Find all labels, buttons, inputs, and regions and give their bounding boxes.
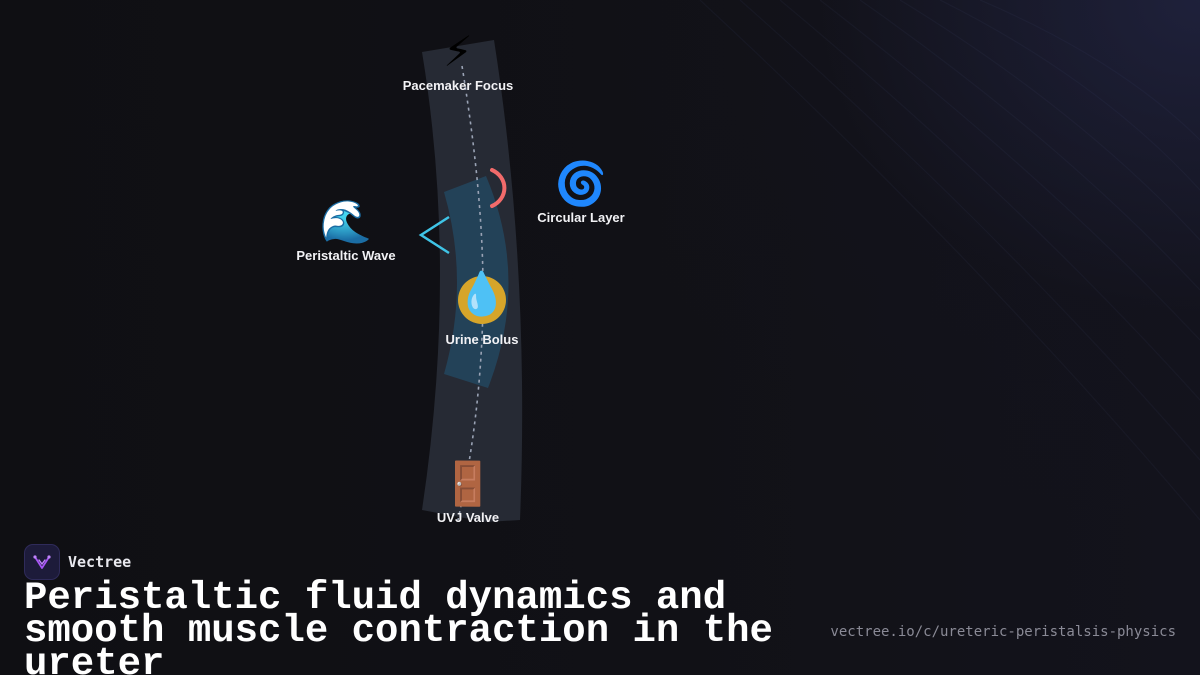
droplet-icon: 💧 [455, 269, 509, 318]
node-label: Pacemaker Focus [402, 78, 514, 93]
node-label: Circular Layer [537, 210, 625, 225]
wave-icon: 🌊 [319, 197, 373, 246]
node-label: UVJ Valve [436, 510, 500, 525]
node-pacemaker-focus: ⚡ Pacemaker Focus [402, 27, 514, 94]
lightning-icon: ⚡ [443, 27, 473, 76]
cyclone-icon: 🌀 [554, 159, 608, 208]
node-uvj-valve: 🚪 UVJ Valve [436, 459, 500, 526]
page-title: Peristaltic fluid dynamics and smooth mu… [24, 576, 773, 675]
brand-name: Vectree [68, 553, 132, 571]
node-urine-bolus: 💧 Urine Bolus [445, 269, 519, 348]
door-icon: 🚪 [441, 459, 495, 508]
flow-path [457, 65, 484, 521]
node-circular-layer: 🌀 Circular Layer [537, 159, 625, 226]
node-label: Peristaltic Wave [296, 248, 396, 263]
node-label: Urine Bolus [445, 332, 519, 347]
vectree-logo-icon [24, 544, 60, 580]
wave-direction-chevron [418, 215, 450, 255]
source-url[interactable]: vectree.io/c/ureteric-peristalsis-physic… [830, 624, 1176, 640]
circular-contraction-arc [490, 168, 507, 208]
bolus-ring [458, 276, 506, 324]
brand: Vectree [24, 544, 131, 580]
node-peristaltic-wave: 🌊 Peristaltic Wave [296, 197, 396, 264]
